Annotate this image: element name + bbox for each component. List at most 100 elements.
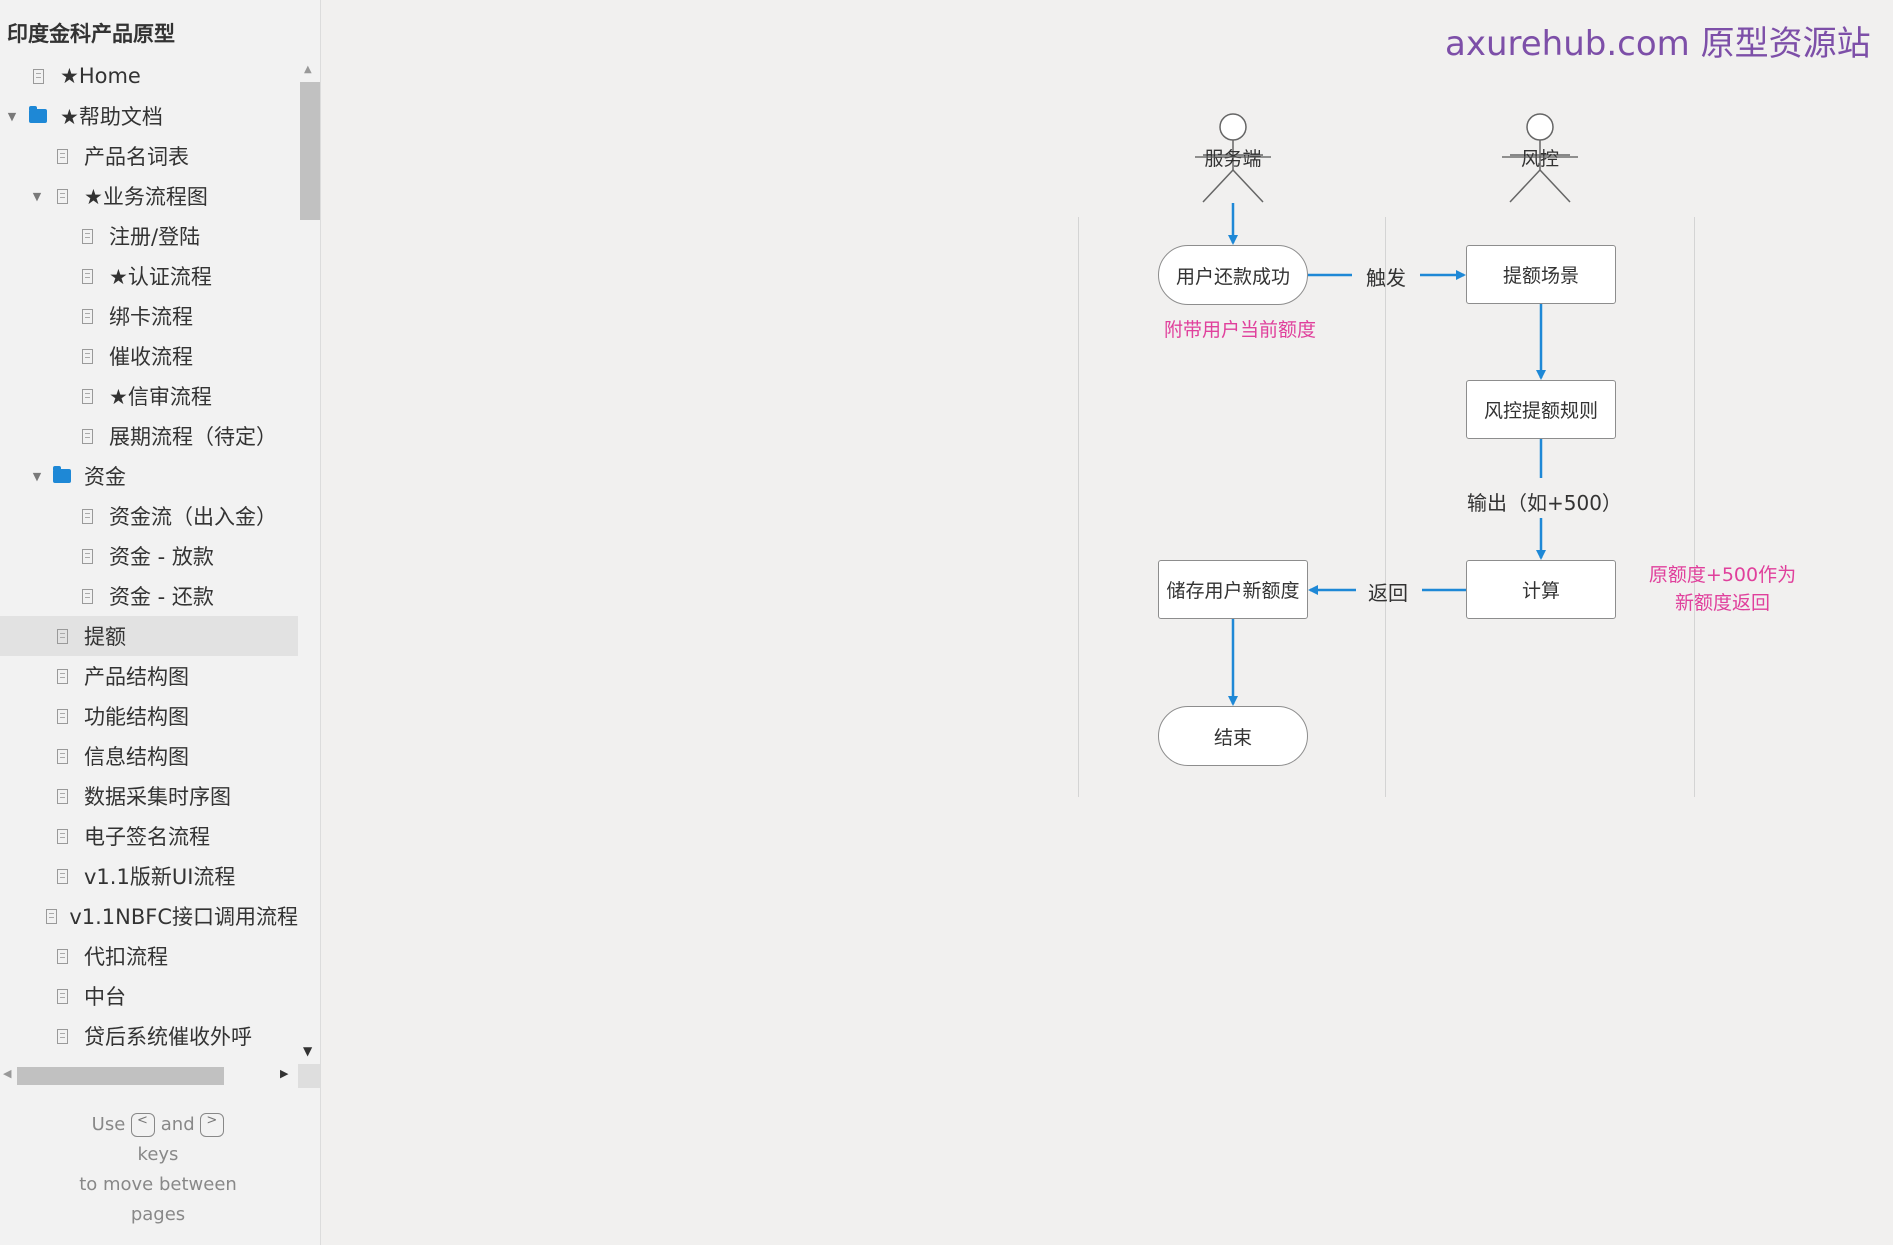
scroll-right-arrow-icon[interactable]: ▶ [280,1067,289,1080]
tree-item-label: v1.1版新UI流程 [84,865,236,889]
tree-item-function-structure[interactable]: 功能结构图 [0,696,298,736]
label-trigger: 触发 [1366,266,1406,290]
tree-item-label: 绑卡流程 [109,305,193,329]
project-title: 印度金科产品原型 [7,22,175,46]
actor-label: 风控 [1520,148,1559,170]
page-icon [52,628,72,644]
tree-item-register-login[interactable]: 注册/登陆 [0,216,298,256]
actor-icon [1509,113,1571,203]
tree-item-esign-flow[interactable]: 电子签名流程 [0,816,298,856]
scrollbar-corner [298,1064,320,1088]
scroll-left-arrow-icon[interactable]: ◀ [3,1067,12,1080]
tree-item-label: 提额 [84,625,126,649]
note-with-current-amount: 附带用户当前额度 [1163,319,1316,341]
node-calculate[interactable]: 计算 [1466,560,1616,619]
tree-item-label: ★Home [60,64,141,88]
node-risk-rule[interactable]: 风控提额规则 [1466,380,1616,439]
tree-item-label: 代扣流程 [84,945,168,969]
keyboard-hint: Use < and > keys to move between pages [40,1110,276,1230]
tree-item-collection[interactable]: 催收流程 [0,336,298,376]
tree-item-fund-repayment[interactable]: 资金 - 还款 [0,576,298,616]
tree-item-label: 注册/登陆 [109,225,201,249]
actor-icon [1202,113,1264,203]
tree-item-home[interactable]: ★Home [0,56,298,96]
actor-server: 服务端 [1183,110,1283,210]
tree-item-label: ★信审流程 [109,385,212,409]
tree-item-v11-nbfc-flow[interactable]: v1.1NBFC接口调用流程 [0,896,298,936]
tree-item-help-docs[interactable]: ▼ ★帮助文档 [0,96,298,136]
node-raise-scene[interactable]: 提额场景 [1466,245,1616,304]
scroll-up-arrow-icon[interactable]: ▲ [304,64,312,75]
tree-item-label: 资金 - 还款 [109,585,214,609]
tree-item-label: 信息结构图 [84,745,189,769]
horizontal-scrollbar[interactable]: ◀ ▶ [0,1064,320,1088]
actor-label: 服务端 [1204,148,1262,170]
tree-item-fund-lending[interactable]: 资金 - 放款 [0,536,298,576]
scrollbar-thumb[interactable] [300,82,320,220]
actor-risk: 风控 [1490,110,1590,210]
expand-arrow-icon[interactable]: ▼ [32,469,42,483]
page-icon [52,148,72,164]
tree-item-v11-ui-flow[interactable]: v1.1版新UI流程 [0,856,298,896]
page-icon [77,348,97,364]
node-repay-success[interactable]: 用户还款成功 [1158,245,1308,305]
tree-item-label: 功能结构图 [84,705,189,729]
tree-item-middle-platform[interactable]: 中台 [0,976,298,1016]
tree-item-funds[interactable]: ▼ 资金 [0,456,298,496]
tree-item-label: v1.1NBFC接口调用流程 [69,905,298,929]
tree-item-raise-limit[interactable]: 提额 [0,616,298,656]
next-key-icon: > [200,1113,225,1137]
page-icon [52,708,72,724]
page-icon [52,828,72,844]
tree-item-label: ★帮助文档 [60,105,163,129]
node-store-new-limit[interactable]: 储存用户新额度 [1158,560,1308,619]
page-icon [77,228,97,244]
tree-item-extension[interactable]: 展期流程（待定） [0,416,298,456]
page-icon [28,68,48,84]
page-icon [77,308,97,324]
tree-item-auto-debit[interactable]: 代扣流程 [0,936,298,976]
hint-text: to move between [79,1174,237,1195]
node-end[interactable]: 结束 [1158,706,1308,766]
hint-text: keys [137,1144,179,1165]
vertical-scrollbar[interactable]: ▲ ▼ [298,60,320,1068]
tree-item-label: 中台 [84,985,126,1009]
tree-item-label: 产品结构图 [84,665,189,689]
tree-item-business-flow[interactable]: ▼ ★业务流程图 [0,176,298,216]
tree-item-postloan-call[interactable]: 贷后系统催收外呼 [0,1016,298,1056]
scroll-down-arrow-icon[interactable]: ▼ [303,1044,313,1058]
swimlane-divider [1694,217,1695,797]
tree-item-label: 资金 [84,465,126,489]
swimlane-divider [1385,217,1386,797]
tree-item-glossary[interactable]: 产品名词表 [0,136,298,176]
tree-item-info-structure[interactable]: 信息结构图 [0,736,298,776]
tree-item-bind-card[interactable]: 绑卡流程 [0,296,298,336]
tree-item-fund-flow[interactable]: 资金流（出入金） [0,496,298,536]
tree-item-label: 资金 - 放款 [109,545,214,569]
page-icon [77,588,97,604]
page-tree: ★Home ▼ ★帮助文档 产品名词表 ▼ ★业务流程图 注册/登陆 ★认证流程 [0,56,298,1064]
folder-icon [52,466,72,483]
page-icon [52,988,72,1004]
swimlane-divider [1078,217,1079,797]
tree-item-label: 电子签名流程 [84,825,210,849]
expand-arrow-icon[interactable]: ▼ [32,189,42,203]
note-line: 新额度返回 [1674,592,1770,614]
hint-text: Use [91,1114,126,1135]
tree-item-label: 催收流程 [109,345,193,369]
tree-item-auth-flow[interactable]: ★认证流程 [0,256,298,296]
note-line: 原额度+500作为 [1648,564,1797,586]
tree-item-product-structure[interactable]: 产品结构图 [0,656,298,696]
page-icon [45,908,57,924]
page-icon [52,188,72,204]
tree-item-label: 资金流（出入金） [109,505,277,529]
scrollbar-thumb[interactable] [17,1067,224,1085]
expand-arrow-icon[interactable]: ▼ [7,109,17,123]
sitemap-panel: 印度金科产品原型 ★Home ▼ ★帮助文档 产品名词表 ▼ ★业务流程图 注册… [0,0,321,1245]
tree-item-data-sequence[interactable]: 数据采集时序图 [0,776,298,816]
page-icon [52,868,72,884]
tree-item-credit-review[interactable]: ★信审流程 [0,376,298,416]
tree-item-label: ★业务流程图 [84,185,208,209]
tree-item-label: 产品名词表 [84,145,189,169]
page-icon [77,508,97,524]
